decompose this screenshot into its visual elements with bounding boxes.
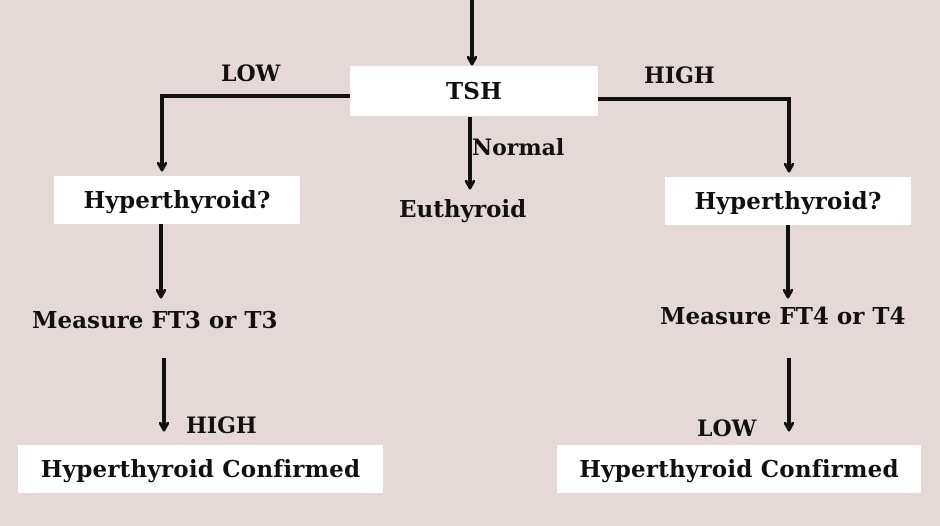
- edge-label-high-top: HIGH: [644, 63, 715, 89]
- edge-label-low-bottom: LOW: [697, 416, 757, 442]
- hyperthyroid-confirmed-right-node: Hyperthyroid Confirmed: [557, 445, 921, 493]
- euthyroid-node: Euthyroid: [399, 196, 527, 223]
- hyperthyroid-question-right-node: Hyperthyroid?: [665, 177, 911, 225]
- hyperthyroid-confirmed-left-node: Hyperthyroid Confirmed: [18, 445, 383, 493]
- arrow-tsh-high-to-right: [598, 97, 789, 171]
- measure-ft4-node: Measure FT4 or T4: [660, 303, 906, 330]
- hyperthyroid-question-left-node: Hyperthyroid?: [54, 176, 300, 224]
- edge-label-normal: Normal: [472, 135, 565, 161]
- arrow-tsh-low-to-left: [162, 94, 350, 170]
- measure-ft3-node: Measure FT3 or T3: [32, 307, 278, 334]
- tsh-node: TSH: [350, 66, 598, 116]
- edge-label-high-bottom: HIGH: [186, 413, 257, 439]
- edge-label-low-top: LOW: [221, 61, 281, 87]
